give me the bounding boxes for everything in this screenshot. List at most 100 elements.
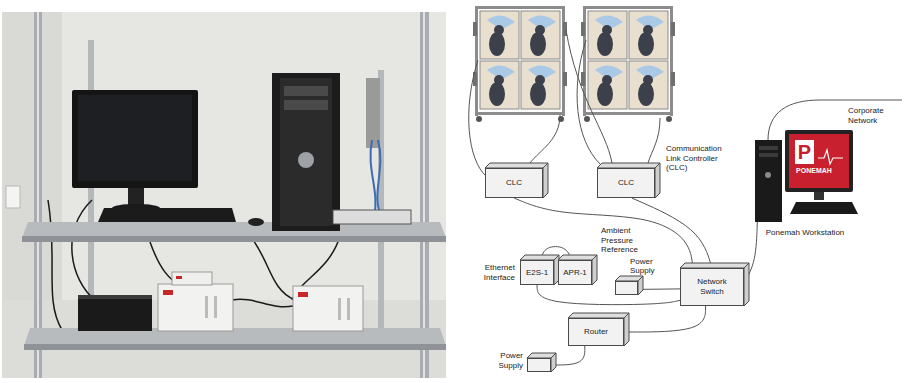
- telemetry-devices: [298, 292, 308, 297]
- cable-line: [624, 306, 706, 332]
- box-side-face: [624, 313, 629, 346]
- desktop-computer: [298, 152, 314, 168]
- rack-cables: [566, 30, 612, 163]
- desktop-computer: [98, 208, 236, 222]
- box-top-face: [520, 255, 559, 260]
- desktop-computer: [284, 86, 328, 96]
- box-side-face: [744, 263, 749, 306]
- cage-racks: [473, 6, 567, 122]
- corporate-network-wire: [768, 100, 902, 140]
- cage-racks: [581, 6, 675, 122]
- box-side-face: [551, 353, 556, 372]
- telemetry-devices: [163, 290, 173, 295]
- interface-box: E2S-1Ethernet Interface: [520, 260, 554, 285]
- node-label: CLC: [618, 178, 634, 188]
- power-strip-and-cables: [48, 200, 62, 330]
- reference-box: APR-1Ambient Pressure Reference: [558, 260, 592, 285]
- power-strip-and-cables: [370, 140, 375, 218]
- node-heading: Ethernet Interface: [471, 263, 515, 282]
- box-side-face: [655, 163, 660, 198]
- desktop-computer: [280, 78, 332, 226]
- workstation-computer: [814, 192, 824, 200]
- router-box: Router: [568, 318, 624, 346]
- power-strip-and-cables: [232, 299, 293, 306]
- switch-box: Network Switch: [680, 268, 744, 306]
- network-note: Corporate Network: [848, 106, 902, 125]
- shelf-posts: [420, 12, 429, 378]
- shelf-posts: [423, 12, 425, 378]
- wire-shelves: [24, 344, 446, 350]
- photo-wall: [2, 12, 446, 378]
- telemetry-devices: [78, 295, 152, 331]
- telemetry-devices: [176, 276, 182, 279]
- telemetry-devices: [172, 272, 212, 285]
- desktop-computer: [272, 73, 340, 231]
- workstation-computer: [818, 150, 843, 164]
- power-supply-box: Power Supply: [615, 281, 638, 295]
- box-depth: [615, 281, 638, 295]
- power-strip-and-cables: [377, 140, 382, 218]
- workstation-computer: [789, 134, 849, 188]
- desktop-computer: [248, 218, 264, 226]
- box-top-face: [597, 163, 660, 168]
- node-heading: Power Supply: [487, 351, 523, 370]
- box-top-face: [485, 163, 548, 168]
- shelf-posts: [34, 12, 42, 378]
- desktop-computer: [128, 188, 144, 206]
- controller-box: CLCCommunication Link Controller (CLC): [597, 168, 655, 198]
- workstation-computer: [785, 130, 853, 192]
- workstation-computer: [795, 140, 814, 164]
- power-strip-and-cables: [48, 78, 382, 330]
- rack-cables: [469, 30, 660, 176]
- power-strip-and-cables: [250, 236, 295, 300]
- logo-wordmark: PONEMAH: [792, 167, 836, 175]
- desktop-computer: [72, 90, 198, 188]
- telemetry-devices: [78, 272, 363, 331]
- telemetry-devices: [214, 296, 217, 318]
- node-label: E2S-1: [526, 268, 548, 278]
- telemetry-devices: [347, 298, 350, 320]
- box-side-face: [638, 276, 643, 295]
- box-top-face: [558, 255, 597, 260]
- rack-cables: [648, 118, 660, 163]
- rack-cables: [530, 115, 560, 163]
- workstation-computer: [759, 146, 778, 150]
- power-strip-and-cables: [366, 78, 380, 148]
- photo-wall: [6, 186, 20, 208]
- desktop-computer: [72, 73, 411, 231]
- node-heading: Communication Link Controller (CLC): [666, 144, 730, 173]
- node-label: Router: [584, 327, 608, 337]
- power-supply-box: Power Supply: [527, 358, 551, 372]
- corporate-network-wire: [768, 100, 902, 140]
- rack-cables: [469, 60, 486, 176]
- rack-cables: [577, 40, 600, 164]
- telemetry-devices: [338, 298, 341, 320]
- controller-box: CLC: [485, 168, 543, 198]
- cable-line: [537, 285, 680, 305]
- power-strip-and-cables: [72, 200, 95, 300]
- telemetry-devices: [158, 284, 233, 331]
- photo-wall: [2, 12, 446, 378]
- shelf-posts: [37, 12, 39, 378]
- wire-shelves: [22, 236, 446, 242]
- box-side-face: [592, 255, 597, 285]
- cable-line: [514, 198, 693, 268]
- box-top-face: [680, 263, 749, 268]
- workstation-computer: [755, 140, 782, 222]
- desktop-computer: [284, 100, 328, 110]
- telemetry-devices: [205, 296, 208, 318]
- workstation-computer: [759, 153, 778, 157]
- node-heading: Power Supply: [630, 257, 666, 276]
- node-label: CLC: [506, 178, 522, 188]
- node-label: Network Switch: [690, 277, 734, 296]
- desktop-computer: [333, 210, 411, 224]
- box-depth: [527, 358, 551, 372]
- desktop-computer: [78, 95, 192, 181]
- logo-letter: P: [795, 140, 814, 164]
- telemetry-devices: [293, 286, 363, 331]
- shelf-posts: [34, 12, 429, 378]
- workstation-computer: [755, 130, 858, 222]
- box-top-face: [568, 313, 629, 318]
- node-heading: Ambient Pressure Reference: [601, 226, 651, 255]
